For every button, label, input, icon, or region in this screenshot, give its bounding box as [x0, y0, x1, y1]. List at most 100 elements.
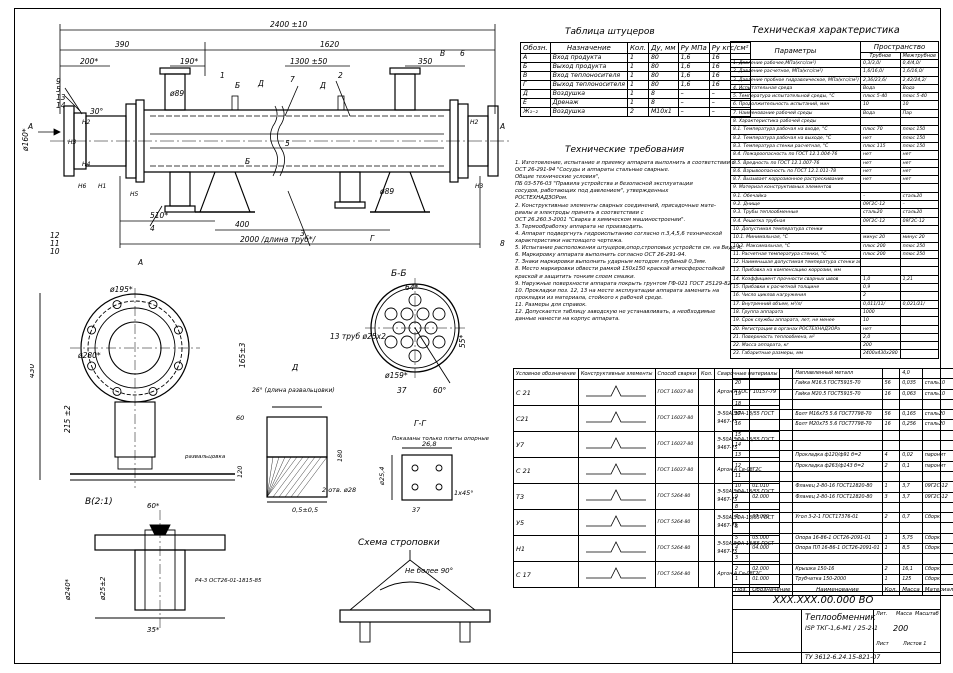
- tech-req-text: 1. Изготовление, испытание и приемку апп…: [515, 160, 743, 323]
- sheet-frame: [14, 8, 941, 664]
- req-line: 8. Место маркировки обвести рамкой 150х1…: [515, 266, 725, 273]
- spec-cell: [749, 470, 794, 483]
- pos-1: 1: [220, 71, 225, 80]
- spec-cell: [881, 367, 901, 380]
- spec-cell: Гайка М16.5 ГОСТ5915-70: [792, 378, 883, 390]
- req-line: 11. Размеры для справок.: [515, 301, 587, 308]
- char-row: 12. Наименьшая допустимая температура ст…: [730, 258, 940, 268]
- nozzle-n5: Н5: [130, 191, 139, 198]
- nozzle-cell: 1: [627, 53, 649, 63]
- char-cell: 21. Поверхность теплообмена, м²: [730, 332, 861, 343]
- gg-note: Показаны только плиты опорные: [392, 436, 490, 442]
- dim-64: 64*: [405, 283, 419, 292]
- spec-row: 14: [731, 440, 953, 452]
- char-cell: 4. Испытательная среда: [730, 83, 861, 94]
- nozzle-cell: 80: [647, 62, 679, 72]
- dim-350: 350: [418, 57, 433, 66]
- spec-cell: [792, 522, 883, 534]
- spec-cell: 4,0: [899, 367, 923, 380]
- nozzle-cell: Выход теплоносителя: [549, 80, 629, 90]
- spec-cell: 0,7: [899, 512, 923, 524]
- req-line: 6. Маркировку аппарата выполнить согласн…: [515, 252, 687, 259]
- nozzle-cell: 1,6: [677, 53, 710, 63]
- spec-cell: 10: [731, 481, 751, 493]
- spec-cell: [749, 378, 794, 390]
- bolt-hole: [173, 361, 183, 371]
- spec-cell: 0,165: [899, 409, 923, 421]
- pos-12: 12: [50, 231, 60, 240]
- weld-sketch: [577, 457, 656, 484]
- spec-cell: [749, 450, 794, 462]
- char-cell: 1,0: [860, 274, 901, 285]
- nozzle-cell: Дренаж: [549, 98, 629, 108]
- dim-430: 430: [30, 363, 36, 378]
- hatch-line: [266, 456, 280, 498]
- dim-200: 200*: [80, 57, 98, 66]
- nozzle-n3: Н3: [68, 139, 77, 146]
- dim-60: 37: [412, 506, 421, 514]
- spec-cell: [749, 419, 794, 431]
- pos-9: 9: [56, 77, 61, 86]
- spec-cell: 5: [731, 532, 751, 545]
- char-row: 1. Давление рабочее,МПа(кгс/см²)0,3/3,0/…: [730, 58, 940, 69]
- spec-cell: 125: [899, 573, 923, 586]
- char-cell: [899, 291, 940, 301]
- bolt-hole: [112, 386, 122, 396]
- dim-240: ø240*: [64, 578, 72, 601]
- tube: [384, 335, 398, 349]
- nozzle-cell: –: [677, 89, 710, 99]
- spec-cell: [921, 501, 953, 514]
- char-cell: –: [899, 200, 940, 210]
- spec-cell: 5,75: [899, 532, 923, 545]
- spec-cell: [921, 470, 953, 483]
- weld-standard: ГОСТ 5264-80: [654, 483, 700, 510]
- char-cell: 1,21: [899, 274, 940, 285]
- spec-cell: сталь10: [921, 378, 953, 390]
- weld-standard: ГОСТ 5264-80: [654, 509, 700, 536]
- weld-standard: ГОСТ 16037-80: [654, 457, 700, 484]
- char-row: 3. Давление пробное гидравлическое, МПа(…: [730, 75, 940, 85]
- weld-standard: ГОСТ 16037-80: [654, 431, 700, 458]
- dim-overall: 2400 ±10: [270, 20, 308, 29]
- spec-cell: [881, 553, 901, 565]
- char-cell: [899, 324, 940, 334]
- char-cell: плюс 150: [899, 141, 940, 152]
- hatch-line: [266, 456, 274, 498]
- spec-cell: 1: [881, 543, 901, 555]
- spec-cell: 01.000: [749, 573, 794, 586]
- nozzle-n3b: Н3: [475, 183, 484, 190]
- char-row: 8.6. Взрывоопасность по ГОСТ 12.1.011-78…: [730, 166, 940, 177]
- char-cell: [899, 349, 940, 359]
- char-cell: 9.3. Трубы теплообменные: [730, 208, 861, 218]
- dim-165: 165±3: [238, 342, 247, 368]
- char-cell: [860, 258, 901, 268]
- char-cell: [860, 266, 901, 276]
- nozzle-cell: Вход теплоносителя: [549, 71, 629, 81]
- dim-26-8: 120: [236, 466, 244, 478]
- char-cell: 20. Регистрация в органах РОСТЕХНАДЗОРа: [730, 324, 861, 334]
- view-bb: Б-Б 64* 13 труб ø25х2 ø159* 55* 60° 37: [330, 269, 467, 395]
- spec-cell: [749, 501, 794, 514]
- char-cell: 9.1. Обечайка: [730, 191, 861, 202]
- nozzle-cell: 1,6: [677, 62, 710, 72]
- label-b: Б: [235, 81, 240, 90]
- lit-label: Лит.: [876, 611, 888, 617]
- char-row: 8.7. Вызывает коррозионное растрескивани…: [730, 175, 940, 185]
- char-cell: 0,021/21/: [899, 299, 940, 309]
- view-gg: Г-Г Показаны только плиты опорные 26,8 ø…: [378, 420, 490, 514]
- req-line: 5. Испытание расположения штуцеров,опор,…: [515, 245, 743, 252]
- weld-standard: ГОСТ 16037-80: [654, 405, 700, 432]
- req-line: 4. Аппарат подвергнуть гидроиспытанию со…: [515, 230, 722, 237]
- pos-3: 3: [300, 229, 305, 238]
- req-line: 10. Прокладки поз. 12, 13 на месте экспл…: [515, 287, 720, 294]
- label-b2: Б: [245, 157, 250, 166]
